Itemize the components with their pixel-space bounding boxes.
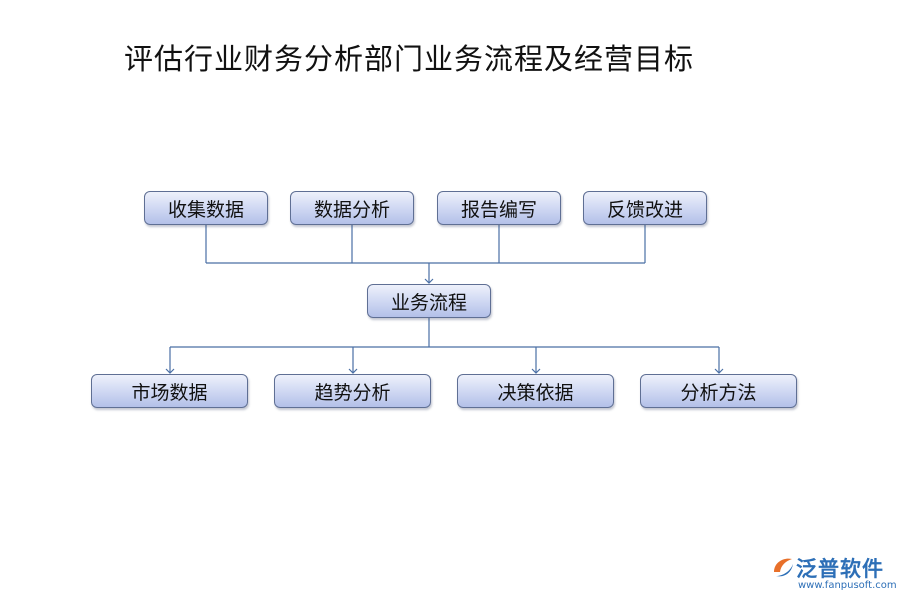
node-trend-analysis: 趋势分析 xyxy=(274,374,431,408)
node-business-process: 业务流程 xyxy=(367,284,491,318)
node-market-data: 市场数据 xyxy=(91,374,248,408)
brand-url: www.fanpusoft.com xyxy=(798,580,897,591)
node-report-writing: 报告编写 xyxy=(437,191,561,225)
node-analysis-method: 分析方法 xyxy=(640,374,797,408)
brand-logo: 泛普软件 www.fanpusoft.com xyxy=(770,553,897,595)
brand-name: 泛普软件 xyxy=(796,557,884,581)
node-collect-data: 收集数据 xyxy=(144,191,268,225)
node-data-analysis: 数据分析 xyxy=(290,191,414,225)
fanpu-logo-icon xyxy=(774,558,793,577)
page-title: 评估行业财务分析部门业务流程及经营目标 xyxy=(124,42,695,76)
node-feedback-improve: 反馈改进 xyxy=(583,191,707,225)
node-decision-basis: 决策依据 xyxy=(457,374,614,408)
